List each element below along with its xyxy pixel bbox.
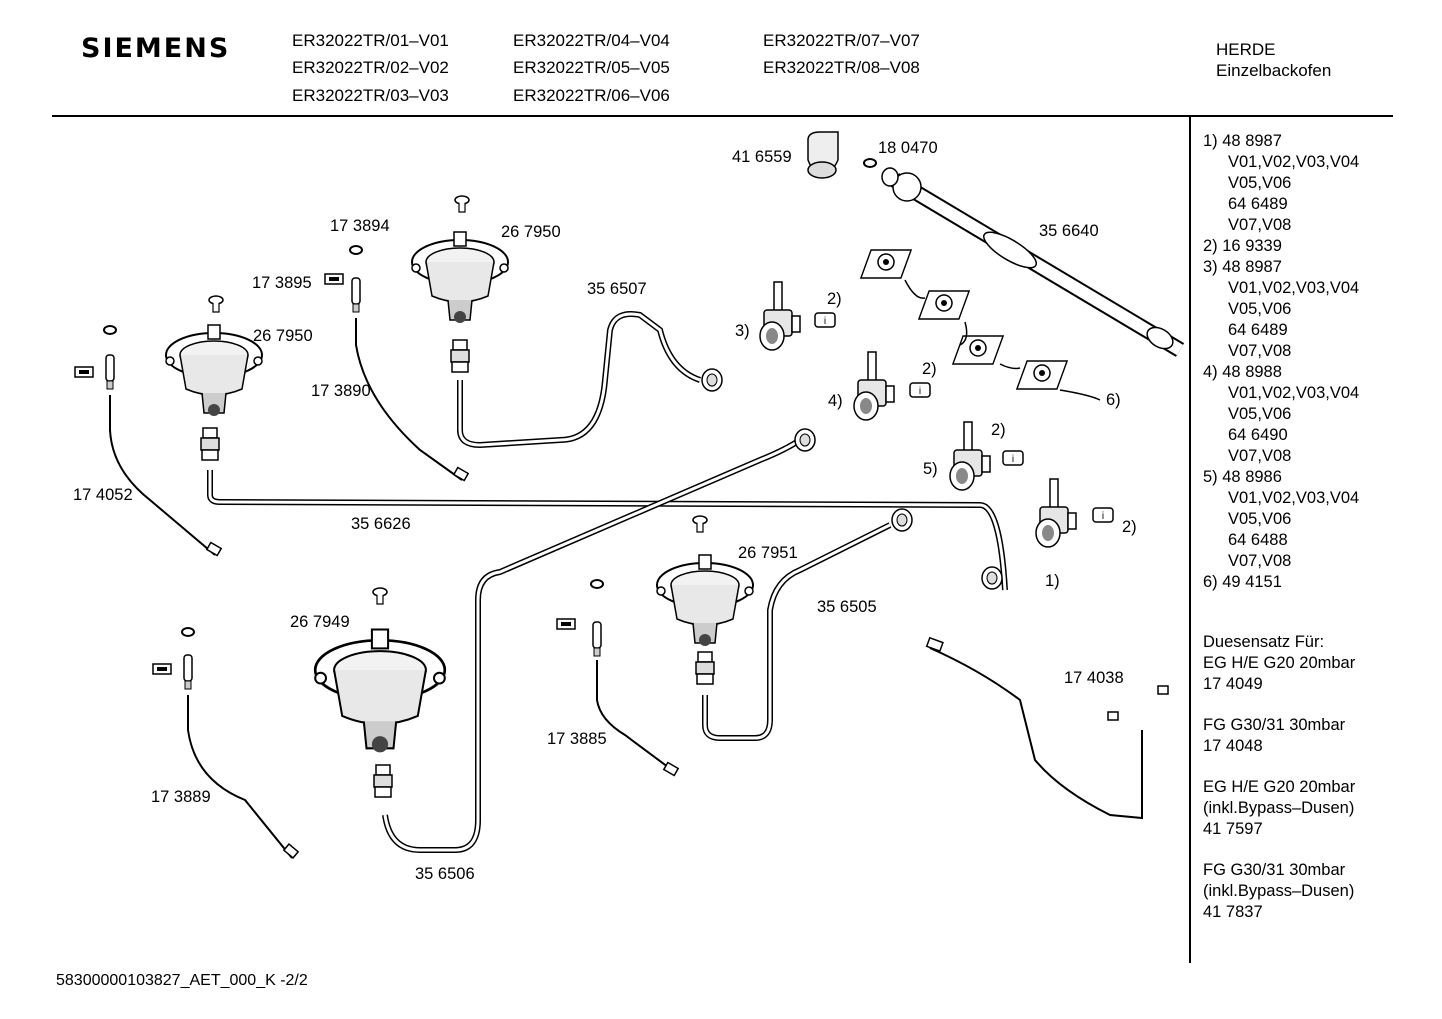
variant-line: 64 6490: [1228, 426, 1288, 444]
part-label: 17 4038: [1064, 669, 1124, 687]
part-label: 35 6507: [587, 280, 647, 298]
variant-line: 64 6489: [1228, 321, 1288, 339]
part-number-line: 3) 48 8987: [1203, 258, 1282, 276]
burner-front-left: [165, 295, 263, 461]
callout-label: 4): [828, 392, 843, 410]
model-column-1: ER32022TR/01–V01 ER32022TR/02–V02 ER3202…: [292, 31, 449, 106]
part-label: 17 3885: [547, 730, 607, 748]
part-label: 35 6640: [1039, 222, 1099, 240]
part-label: 35 6626: [351, 515, 411, 533]
part-label: 17 3890: [311, 382, 371, 400]
ignition-module: [860, 249, 1101, 401]
variant-line: V07,V08: [1228, 342, 1292, 360]
nozzle-set-line: 41 7837: [1203, 903, 1263, 921]
nozzle-set-line: 41 7597: [1203, 820, 1263, 838]
callout-label: 6): [1106, 391, 1121, 409]
sealing-ring: [863, 158, 877, 168]
part-label: 17 4052: [73, 486, 133, 504]
model-number: ER32022TR/06–V06: [513, 86, 670, 105]
category-subname: Einzelbackofen: [1216, 61, 1332, 80]
nozzle-set: EG H/E G20 20mbar (inkl.Bypass–Dusen) 41…: [1203, 777, 1355, 840]
callout-label: 2): [827, 290, 842, 308]
variant-line: V07,V08: [1228, 552, 1292, 570]
nozzle-set: EG H/E G20 20mbar 17 4049: [1203, 653, 1355, 695]
part-number-line: 2) 16 9339: [1203, 237, 1282, 255]
part-label: 35 6506: [415, 865, 475, 883]
sidebar-divider: [1189, 117, 1191, 963]
elbow-fitting: [807, 131, 839, 179]
callout-label: 2): [991, 421, 1006, 439]
category-name: HERDE: [1216, 40, 1276, 59]
variant-line: V01,V02,V03,V04: [1228, 489, 1360, 507]
callout-label: 3): [735, 322, 750, 340]
nozzle-set-line: EG H/E G20 20mbar: [1203, 778, 1356, 796]
exploded-parts-diagram: i: [73, 131, 1185, 883]
brand-logo: SIEMENS: [81, 33, 231, 64]
part-label: 17 3895: [252, 274, 312, 292]
model-column-3: ER32022TR/07–V07 ER32022TR/08–V08: [763, 31, 920, 78]
part-label: 26 7949: [290, 613, 350, 631]
nozzle-set-line: EG H/E G20 20mbar: [1203, 654, 1356, 672]
model-number: ER32022TR/05–V05: [513, 58, 670, 77]
nozzle-set: FG G30/31 30mbar 17 4048: [1203, 715, 1355, 757]
model-number: ER32022TR/07–V07: [763, 31, 920, 50]
variant-line: V05,V06: [1228, 405, 1292, 423]
model-column-2: ER32022TR/04–V04 ER32022TR/05–V05 ER3202…: [513, 31, 670, 106]
model-number: ER32022TR/04–V04: [513, 31, 670, 50]
variant-line: 64 6489: [1228, 195, 1288, 213]
nozzle-set-line: (inkl.Bypass–Dusen): [1203, 799, 1355, 817]
nozzle-set-line: 17 4049: [1203, 675, 1263, 693]
nozzle-set-line: 17 4048: [1203, 737, 1263, 755]
gas-pipes: [207, 311, 1008, 853]
part-label: 17 3889: [151, 788, 211, 806]
gas-valves: [701, 281, 1114, 590]
nozzle-set-line: (inkl.Bypass–Dusen): [1203, 882, 1355, 900]
part-number-line: 1) 48 8987: [1203, 132, 1282, 150]
variant-line: V01,V02,V03,V04: [1228, 384, 1360, 402]
variant-line: V07,V08: [1228, 447, 1292, 465]
nozzle-set: FG G30/31 30mbar (inkl.Bypass–Dusen) 41 …: [1203, 860, 1355, 923]
ignition-leads: [109, 318, 1143, 859]
part-number-line: 4) 48 8988: [1203, 363, 1282, 381]
variant-line: V05,V06: [1228, 510, 1292, 528]
model-number: ER32022TR/02–V02: [292, 58, 449, 77]
part-label: 41 6559: [732, 148, 792, 166]
burner-rear-left: [411, 195, 509, 373]
part-number-line: 5) 48 8986: [1203, 468, 1282, 486]
variant-line: 64 6488: [1228, 531, 1288, 549]
part-number-line: 6) 49 4151: [1203, 573, 1282, 591]
part-label: 17 3894: [330, 217, 390, 235]
document-footer-id: 58300000103827_AET_000_K -2/2: [56, 972, 308, 989]
part-label: 18 0470: [878, 139, 938, 157]
variant-line: V05,V06: [1228, 300, 1292, 318]
product-category: HERDE Einzelbackofen: [1216, 39, 1331, 81]
variant-line: V01,V02,V03,V04: [1228, 153, 1360, 171]
callout-label: 5): [923, 460, 938, 478]
callout-label: 2): [922, 360, 937, 378]
lead-terminals: [205, 466, 1169, 859]
part-label: 26 7950: [501, 223, 561, 241]
model-number: ER32022TR/01–V01: [292, 31, 449, 50]
nozzle-set-title: Duesensatz Für:: [1203, 633, 1325, 651]
nozzle-set-line: FG G30/31 30mbar: [1203, 861, 1346, 879]
nozzle-set-line: FG G30/31 30mbar: [1203, 716, 1346, 734]
part-label: 35 6505: [817, 598, 877, 616]
nozzle-set-list: Duesensatz Für: EG H/E G20 20mbar 17 404…: [1203, 632, 1355, 923]
model-number: ER32022TR/03–V03: [292, 86, 449, 105]
header-divider: [52, 115, 1393, 117]
callout-label: 2): [1122, 518, 1137, 536]
model-number: ER32022TR/08–V08: [763, 58, 920, 77]
part-label: 26 7950: [253, 327, 313, 345]
callout-label: 1): [1045, 572, 1060, 590]
part-label: 26 7951: [738, 544, 798, 562]
burner-front-right: [656, 515, 754, 685]
gas-manifold-tube: [881, 167, 1185, 357]
variant-line: V05,V06: [1228, 174, 1292, 192]
variant-line: V07,V08: [1228, 216, 1292, 234]
variant-line: V01,V02,V03,V04: [1228, 279, 1360, 297]
